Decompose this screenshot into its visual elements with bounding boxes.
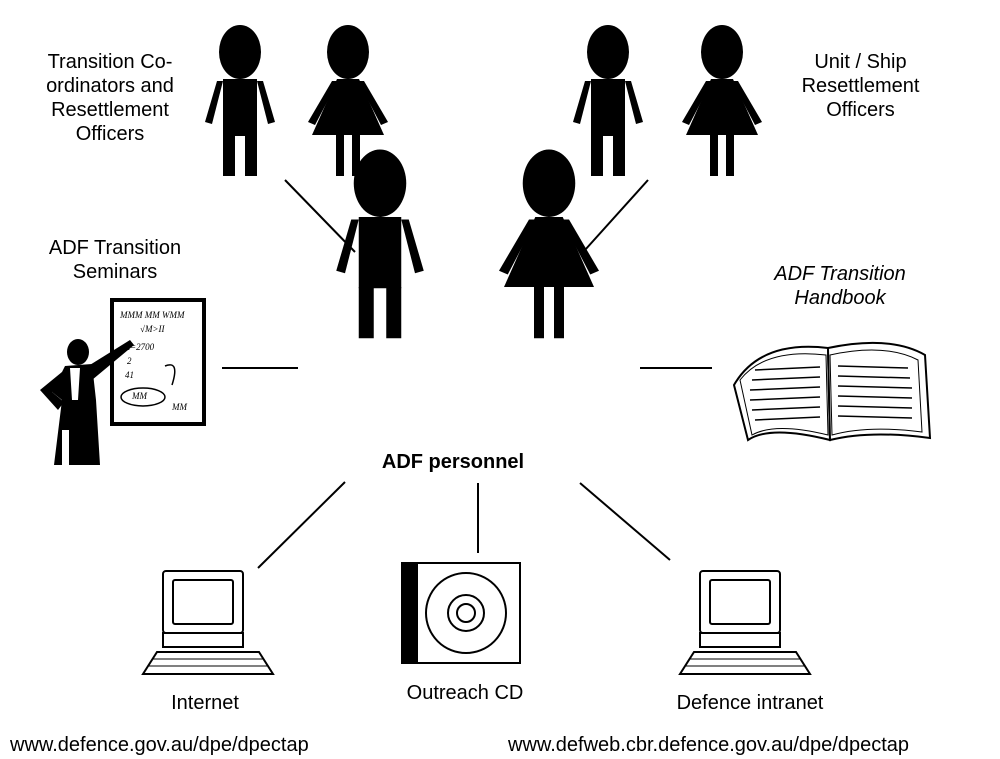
male-figure-icon	[336, 149, 424, 339]
connector-lines	[222, 179, 712, 569]
label-intranet: Defence intranet	[676, 692, 824, 714]
intranet-computer-icon	[679, 570, 811, 675]
label-coordinators: Transition Co-ordinators and Resettlemen…	[46, 51, 174, 145]
internet-url: www.defence.gov.au/dpe/dpectap	[10, 734, 309, 756]
label-outreach-cd: Outreach CD	[406, 682, 524, 704]
label-internet: Internet	[171, 692, 239, 714]
female-figure-icon	[682, 25, 762, 176]
internet-computer-icon	[142, 570, 274, 675]
svg-text:2: 2	[127, 356, 132, 366]
svg-text:MM: MM	[171, 402, 187, 412]
seminar-presenter-icon: MMM MM WMM √M>II L=2700 2 41 MM MM	[40, 298, 206, 465]
label-seminars: ADF Transition Seminars	[48, 237, 182, 283]
label-handbook: ADF Transition Handbook	[774, 263, 906, 309]
male-figure-icon	[205, 25, 275, 176]
male-figure-icon	[573, 25, 643, 176]
female-figure-icon	[499, 149, 599, 339]
svg-text:41: 41	[125, 370, 134, 380]
intranet-url: www.defweb.cbr.defence.gov.au/dpe/dpecta…	[508, 734, 910, 756]
connector-unit-officers	[584, 179, 649, 251]
connector-coordinators	[284, 179, 356, 253]
cd-case-icon	[401, 562, 521, 664]
connector-internet	[257, 481, 346, 569]
open-book-icon	[732, 341, 932, 442]
svg-text:L=2700: L=2700	[124, 342, 155, 352]
svg-text:√M>II: √M>II	[140, 324, 166, 334]
connector-intranet	[579, 482, 671, 561]
center-label: ADF personnel	[381, 451, 525, 473]
svg-text:MMM MM WMM: MMM MM WMM	[119, 310, 185, 320]
svg-text:MM: MM	[131, 391, 147, 401]
label-unit-officers: Unit / Ship Resettlement Officers	[801, 51, 920, 121]
